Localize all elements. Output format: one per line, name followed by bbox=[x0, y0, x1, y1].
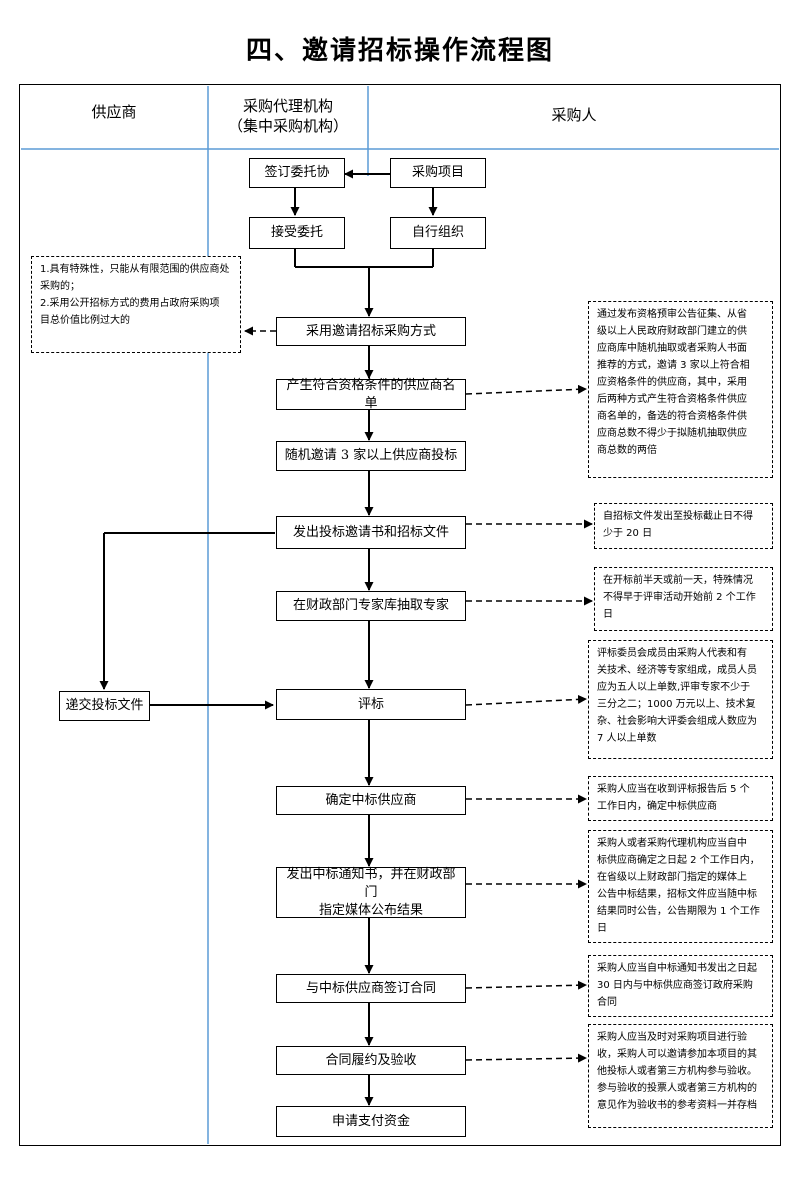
note-line: 商总数的两倍 bbox=[597, 445, 657, 456]
note-line: 通过发布资格预审公告征集、从省 bbox=[597, 309, 747, 320]
dashed-contract-to-note bbox=[465, 980, 587, 990]
dashed-evaluate-to-note bbox=[465, 694, 587, 706]
dashed-perform-to-note bbox=[465, 1053, 587, 1063]
note-line: 在开标前半天或前一天，特殊情况 bbox=[603, 575, 753, 586]
note-line: 不得早于评审活动开始前 2 个工作 bbox=[603, 592, 756, 603]
sign-entrust-box: 签订委托协 bbox=[249, 158, 345, 188]
note-line: 日 bbox=[603, 609, 613, 620]
note-line: 他投标人或者第三方机构参与验收。 bbox=[597, 1066, 757, 1077]
evaluate-box: 评标 bbox=[276, 689, 466, 720]
sign-contract-box: 与中标供应商签订合同 bbox=[276, 974, 466, 1003]
note-line: 参与验收的投票人或者第三方机构的 bbox=[597, 1083, 757, 1094]
note-line: 商名单的，备选的符合资格条件供 bbox=[597, 411, 747, 422]
note-line: 结果同时公告，公告期限为 1 个工作 bbox=[597, 906, 760, 917]
lane-agency-line2: （集中采购机构） bbox=[227, 117, 348, 135]
expert-time-note: 在开标前半天或前一天，特殊情况 不得早于评审活动开始前 2 个工作 日 bbox=[594, 567, 773, 631]
note-line: 采购人应当在收到评标报告后 5 个 bbox=[597, 784, 750, 795]
note-line: 采购人应当自中标通知书发出之日起 bbox=[597, 963, 757, 974]
note-line: 公告中标结果，招标文件应当随中标 bbox=[597, 889, 757, 900]
note-line: 评标委员会成员由采购人代表和有 bbox=[597, 648, 747, 659]
contract-days-note: 采购人应当自中标通知书发出之日起 30 日内与中标供应商签订政府采购 合同 bbox=[588, 955, 773, 1017]
note-line: 应资格条件的供应商，其中，采用 bbox=[597, 377, 747, 388]
bid-period-note: 自招标文件发出至投标截止日不得 少于 20 日 bbox=[594, 503, 773, 549]
note-line: 采购人应当及时对采购项目进行验 bbox=[597, 1032, 747, 1043]
note-line: 30 日内与中标供应商签订政府采购 bbox=[597, 980, 753, 991]
lane-agency-label: 采购代理机构 （集中采购机构） bbox=[209, 96, 367, 136]
announce-note: 采购人或者采购代理机构应当自中 标供应商确定之日起 2 个工作日内， 在省级以上… bbox=[588, 830, 773, 943]
note-line: 2.采用公开招标方式的费用占政府采购项 bbox=[40, 298, 220, 309]
confirm-days-note: 采购人应当在收到评标报告后 5 个 工作日内，确定中标供应商 bbox=[588, 776, 773, 821]
acceptance-note: 采购人应当及时对采购项目进行验 收，采购人可以邀请参加本项目的其 他投标人或者第… bbox=[588, 1024, 773, 1128]
note-line: 关技术、经济等专家组成，成员人员 bbox=[597, 665, 757, 676]
generate-list-box: 产生符合资格条件的供应商名单 bbox=[276, 378, 466, 411]
purchase-project-box: 采购项目 bbox=[390, 158, 486, 188]
self-organize-box: 自行组织 bbox=[390, 217, 486, 249]
note-line: 级以上人民政府财政部门建立的供 bbox=[597, 326, 747, 337]
note-line: 在省级以上财政部门指定的媒体上 bbox=[597, 872, 747, 883]
committee-note: 评标委员会成员由采购人代表和有 关技术、经济等专家组成，成员人员 应为五人以上单… bbox=[588, 640, 773, 759]
adopt-method-box: 采用邀请招标采购方式 bbox=[276, 317, 466, 346]
flowchart-frame bbox=[19, 84, 781, 1146]
page-title: 四、邀请招标操作流程图 bbox=[245, 36, 554, 66]
notice-box: 发出中标通知书，并在财政部门 指定媒体公布结果 bbox=[276, 867, 466, 918]
note-line: 采购人或者采购代理机构应当自中 bbox=[597, 838, 747, 849]
perform-accept-box: 合同履约及验收 bbox=[276, 1046, 466, 1075]
lane-agency-line1: 采购代理机构 bbox=[242, 97, 333, 115]
issue-invitation-box: 发出投标邀请书和招标文件 bbox=[276, 516, 466, 549]
note-line: 意见作为验收书的参考资料一并存档 bbox=[597, 1100, 757, 1111]
note-line: 应商总数不得少于拟随机抽取供应 bbox=[597, 428, 747, 439]
note-line: 1.具有特殊性，只能从有限范围的供应商处 bbox=[40, 264, 230, 275]
note-line: 推荐的方式，邀请 3 家以上符合相 bbox=[597, 360, 750, 371]
note-line: 杂、社会影响大评委会组成人数应为 bbox=[597, 716, 757, 727]
note-line: 工作日内，确定中标供应商 bbox=[597, 801, 717, 812]
note-line: 收，采购人可以邀请参加本项目的其 bbox=[597, 1049, 757, 1060]
notice-line1: 发出中标通知书，并在财政部门 bbox=[286, 866, 456, 900]
note-line: 采购的； bbox=[40, 281, 80, 292]
note-line: 日 bbox=[597, 923, 607, 934]
note-line: 7 人以上单数 bbox=[597, 733, 657, 744]
apply-payment-box: 申请支付资金 bbox=[276, 1106, 466, 1137]
random-invite-box: 随机邀请 3 家以上供应商投标 bbox=[276, 441, 466, 471]
accept-entrust-box: 接受委托 bbox=[249, 217, 345, 249]
note-line: 目总价值比例过大的 bbox=[40, 315, 130, 326]
note-line: 应商库中随机抽取或者采购人书面 bbox=[597, 343, 747, 354]
note-line: 后两种方式产生符合资格条件供应 bbox=[597, 394, 747, 405]
lane-purchaser-label: 采购人 bbox=[551, 106, 597, 124]
dashed-list-to-note bbox=[465, 384, 587, 395]
note-line: 合同 bbox=[597, 997, 617, 1008]
extract-experts-box: 在财政部门专家库抽取专家 bbox=[276, 591, 466, 621]
list-source-note: 通过发布资格预审公告征集、从省 级以上人民政府财政部门建立的供 应商库中随机抽取… bbox=[588, 301, 773, 478]
note-line: 标供应商确定之日起 2 个工作日内， bbox=[597, 855, 760, 866]
notice-line2: 指定媒体公布结果 bbox=[318, 902, 423, 918]
note-line: 少于 20 日 bbox=[603, 528, 653, 539]
note-line: 自招标文件发出至投标截止日不得 bbox=[603, 511, 753, 522]
submit-bid-box: 递交投标文件 bbox=[59, 691, 150, 721]
lane-supplier-label: 供应商 bbox=[91, 103, 137, 121]
note-line: 三分之二；1000 万元以上、技术复 bbox=[597, 699, 756, 710]
confirm-winner-box: 确定中标供应商 bbox=[276, 786, 466, 815]
note-line: 应为五人以上单数,评审专家不少于 bbox=[597, 682, 751, 693]
conditions-note: 1.具有特殊性，只能从有限范围的供应商处 采购的； 2.采用公开招标方式的费用占… bbox=[31, 256, 241, 353]
